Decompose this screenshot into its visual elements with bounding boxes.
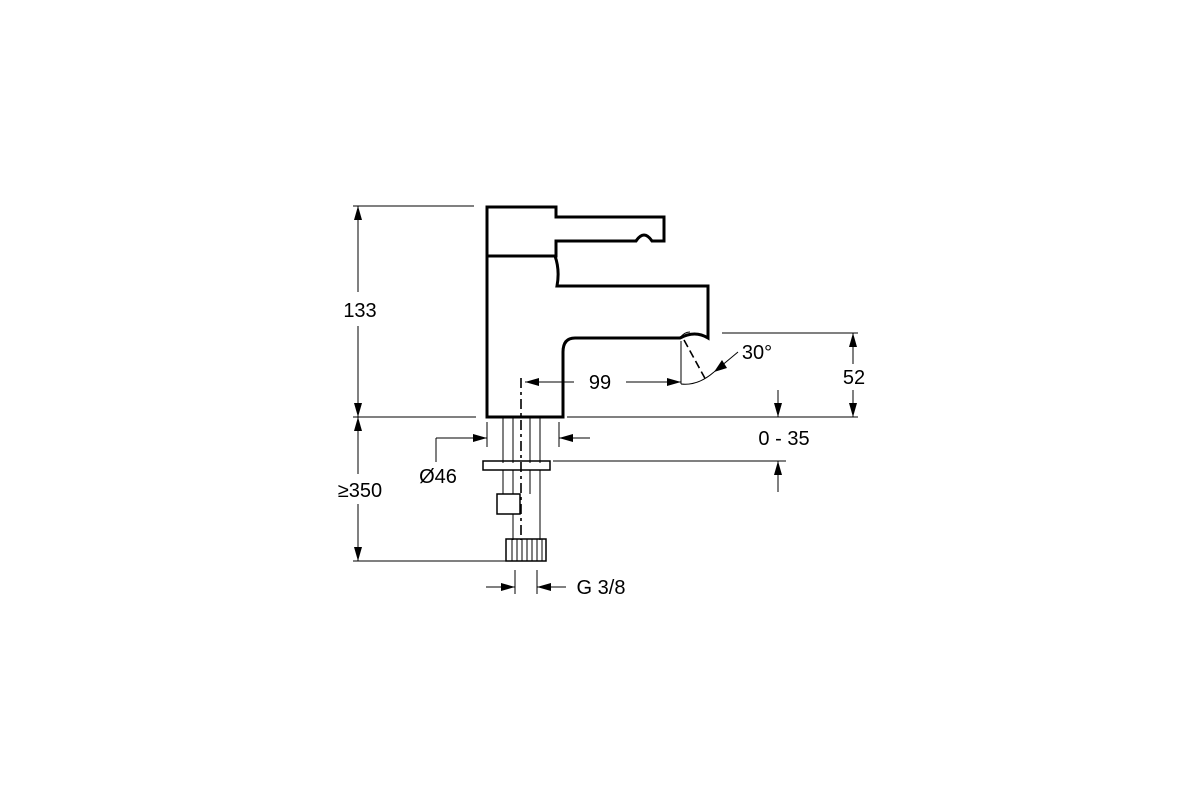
dim-30-label: 30°: [742, 342, 772, 364]
dim-height-total: 133: [325, 206, 385, 417]
spout-outlet: [679, 331, 691, 339]
reference-lines: [353, 205, 858, 562]
knurled-connector: [505, 538, 547, 562]
dim-99-label: 99: [589, 372, 611, 394]
dim-spout-reach: 99: [525, 372, 681, 394]
dim-supply-length: ≥350: [328, 417, 390, 561]
dim-spout-height: 52: [838, 333, 870, 417]
dim-connection-thread: G 3/8: [486, 570, 625, 599]
dim-0-35-label: 0 - 35: [758, 428, 809, 450]
body-cylinder: [485, 254, 710, 419]
dim-350-label: ≥350: [338, 480, 382, 502]
dim-spout-angle: 30°: [680, 339, 772, 385]
mounting-assembly: [482, 378, 551, 562]
dim-046-label: Ø46: [419, 466, 457, 488]
dim-deck-thickness: 0 - 35: [758, 390, 810, 492]
lever-handle: [485, 205, 666, 258]
dim-133-label: 133: [343, 300, 376, 322]
dim-g38-label: G 3/8: [577, 577, 626, 599]
dim-52-label: 52: [843, 367, 865, 389]
dim-base-diameter: Ø46: [419, 422, 590, 488]
faucet-body: [485, 205, 710, 419]
